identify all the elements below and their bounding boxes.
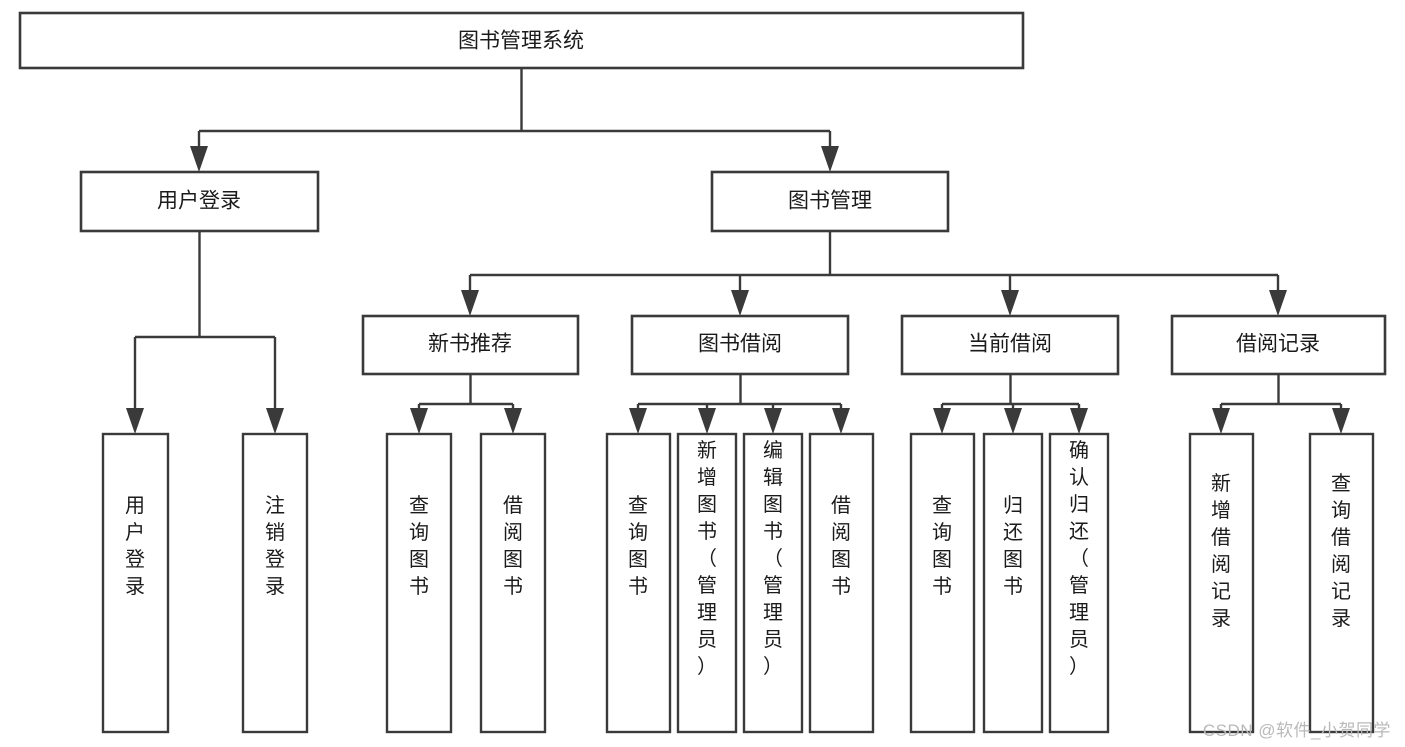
arrow-head-leaf-confirm-return-admin (1070, 408, 1088, 434)
node-root[interactable]: 图书管理系统 (18, 11, 1025, 70)
node-leaf-edit-book-admin[interactable]: 编辑图书（管理员） (742, 432, 804, 734)
node-leaf-confirm-return-admin-label: 确认归还（管理员） (1069, 439, 1089, 678)
node-user-login-box[interactable] (79, 170, 320, 233)
node-leaf-confirm-return-admin-box[interactable] (1048, 432, 1110, 734)
node-user-login-label: 用户登录 (157, 190, 241, 213)
node-book-borrow-box[interactable] (630, 314, 850, 376)
arrow-head-leaf-edit-book-admin (764, 408, 782, 434)
node-leaf-add-book-admin-box[interactable] (676, 432, 738, 734)
connector-layer (126, 68, 1350, 434)
node-leaf-add-borrow-record-box[interactable] (1188, 432, 1255, 734)
arrow-head-leaf-borrow-book-rec (504, 408, 522, 434)
node-current-borrow[interactable]: 当前借阅 (900, 314, 1120, 376)
arrow-head-book-manage (821, 146, 839, 172)
node-leaf-return-book-box[interactable] (982, 432, 1044, 734)
node-user-login[interactable]: 用户登录 (79, 170, 320, 233)
node-leaf-query-book-bor-box[interactable] (605, 432, 672, 734)
node-leaf-query-book-cur-label: 查询图书 (932, 494, 952, 598)
csdn-watermark: CSDN @软件_小贺同学 (1202, 721, 1391, 740)
node-root-box[interactable] (18, 11, 1025, 70)
arrow-head-new-book-rec (461, 290, 479, 316)
arrow-head-leaf-query-borrow-record (1332, 408, 1350, 434)
node-leaf-return-book[interactable]: 归还图书 (982, 432, 1044, 734)
arrow-head-leaf-query-book-rec (410, 408, 428, 434)
arrow-head-current-borrow (1001, 290, 1019, 316)
arrow-head-leaf-query-book-cur (933, 408, 951, 434)
node-leaf-add-book-admin-label: 新增图书（管理员） (697, 439, 717, 678)
arrow-head-book-borrow (731, 290, 749, 316)
node-new-book-rec-box[interactable] (361, 314, 580, 376)
node-leaf-user-logout[interactable]: 注销登录 (241, 432, 309, 734)
node-root-label: 图书管理系统 (458, 30, 584, 53)
node-book-manage[interactable]: 图书管理 (710, 170, 950, 233)
node-leaf-query-book-bor[interactable]: 查询图书 (605, 432, 672, 734)
node-leaf-borrow-book-bor-box[interactable] (808, 432, 875, 734)
arrow-head-leaf-return-book (1004, 408, 1022, 434)
node-leaf-borrow-book-rec-box[interactable] (479, 432, 547, 734)
node-leaf-user-logout-box[interactable] (241, 432, 309, 734)
node-new-book-rec-label: 新书推荐 (428, 333, 512, 356)
node-leaf-borrow-book-rec-label: 借阅图书 (503, 494, 523, 598)
node-leaf-query-book-bor-label: 查询图书 (628, 494, 648, 598)
node-leaf-edit-book-admin-box[interactable] (742, 432, 804, 734)
node-leaf-query-book-rec[interactable]: 查询图书 (385, 432, 453, 734)
arrow-head-leaf-query-book-bor (629, 408, 647, 434)
node-current-borrow-box[interactable] (900, 314, 1120, 376)
node-leaf-query-borrow-record[interactable]: 查询借阅记录 (1308, 432, 1375, 734)
node-leaf-add-book-admin[interactable]: 新增图书（管理员） (676, 432, 738, 734)
node-leaf-query-borrow-record-box[interactable] (1308, 432, 1375, 734)
node-book-borrow[interactable]: 图书借阅 (630, 314, 850, 376)
node-leaf-user-login[interactable]: 用户登录 (101, 432, 170, 734)
node-borrow-record-label: 借阅记录 (1236, 333, 1320, 356)
node-book-manage-box[interactable] (710, 170, 950, 233)
node-borrow-record-box[interactable] (1170, 314, 1387, 376)
node-leaf-return-book-label: 归还图书 (1003, 494, 1023, 598)
node-book-borrow-label: 图书借阅 (698, 333, 782, 356)
node-current-borrow-label: 当前借阅 (968, 333, 1052, 356)
node-borrow-record[interactable]: 借阅记录 (1170, 314, 1387, 376)
node-leaf-borrow-book-bor-label: 借阅图书 (831, 494, 851, 598)
node-leaf-add-borrow-record[interactable]: 新增借阅记录 (1188, 432, 1255, 734)
node-leaf-user-login-box[interactable] (101, 432, 170, 734)
node-leaf-borrow-book-rec[interactable]: 借阅图书 (479, 432, 547, 734)
arrow-head-leaf-add-book-admin (698, 408, 716, 434)
arrow-head-borrow-record (1269, 290, 1287, 316)
node-book-manage-label: 图书管理 (788, 190, 872, 213)
node-leaf-user-logout-label: 注销登录 (265, 494, 285, 598)
arrow-head-leaf-borrow-book-bor (832, 408, 850, 434)
node-leaf-query-book-cur-box[interactable] (909, 432, 976, 734)
node-leaf-query-book-rec-label: 查询图书 (409, 494, 429, 598)
node-leaf-add-borrow-record-label: 新增借阅记录 (1211, 472, 1231, 630)
node-leaf-query-book-rec-box[interactable] (385, 432, 453, 734)
node-leaf-edit-book-admin-label: 编辑图书（管理员） (763, 439, 783, 678)
arrow-head-leaf-add-borrow-record (1212, 408, 1230, 434)
arrow-head-user-login (190, 146, 208, 172)
node-leaf-query-book-cur[interactable]: 查询图书 (909, 432, 976, 734)
node-new-book-rec[interactable]: 新书推荐 (361, 314, 580, 376)
arrow-head-leaf-user-login (126, 408, 144, 434)
node-leaf-borrow-book-bor[interactable]: 借阅图书 (808, 432, 875, 734)
node-leaf-query-borrow-record-label: 查询借阅记录 (1331, 472, 1351, 630)
node-leaf-confirm-return-admin[interactable]: 确认归还（管理员） (1048, 432, 1110, 734)
node-leaf-user-login-label: 用户登录 (125, 495, 145, 598)
arrow-head-leaf-user-logout (266, 408, 284, 434)
